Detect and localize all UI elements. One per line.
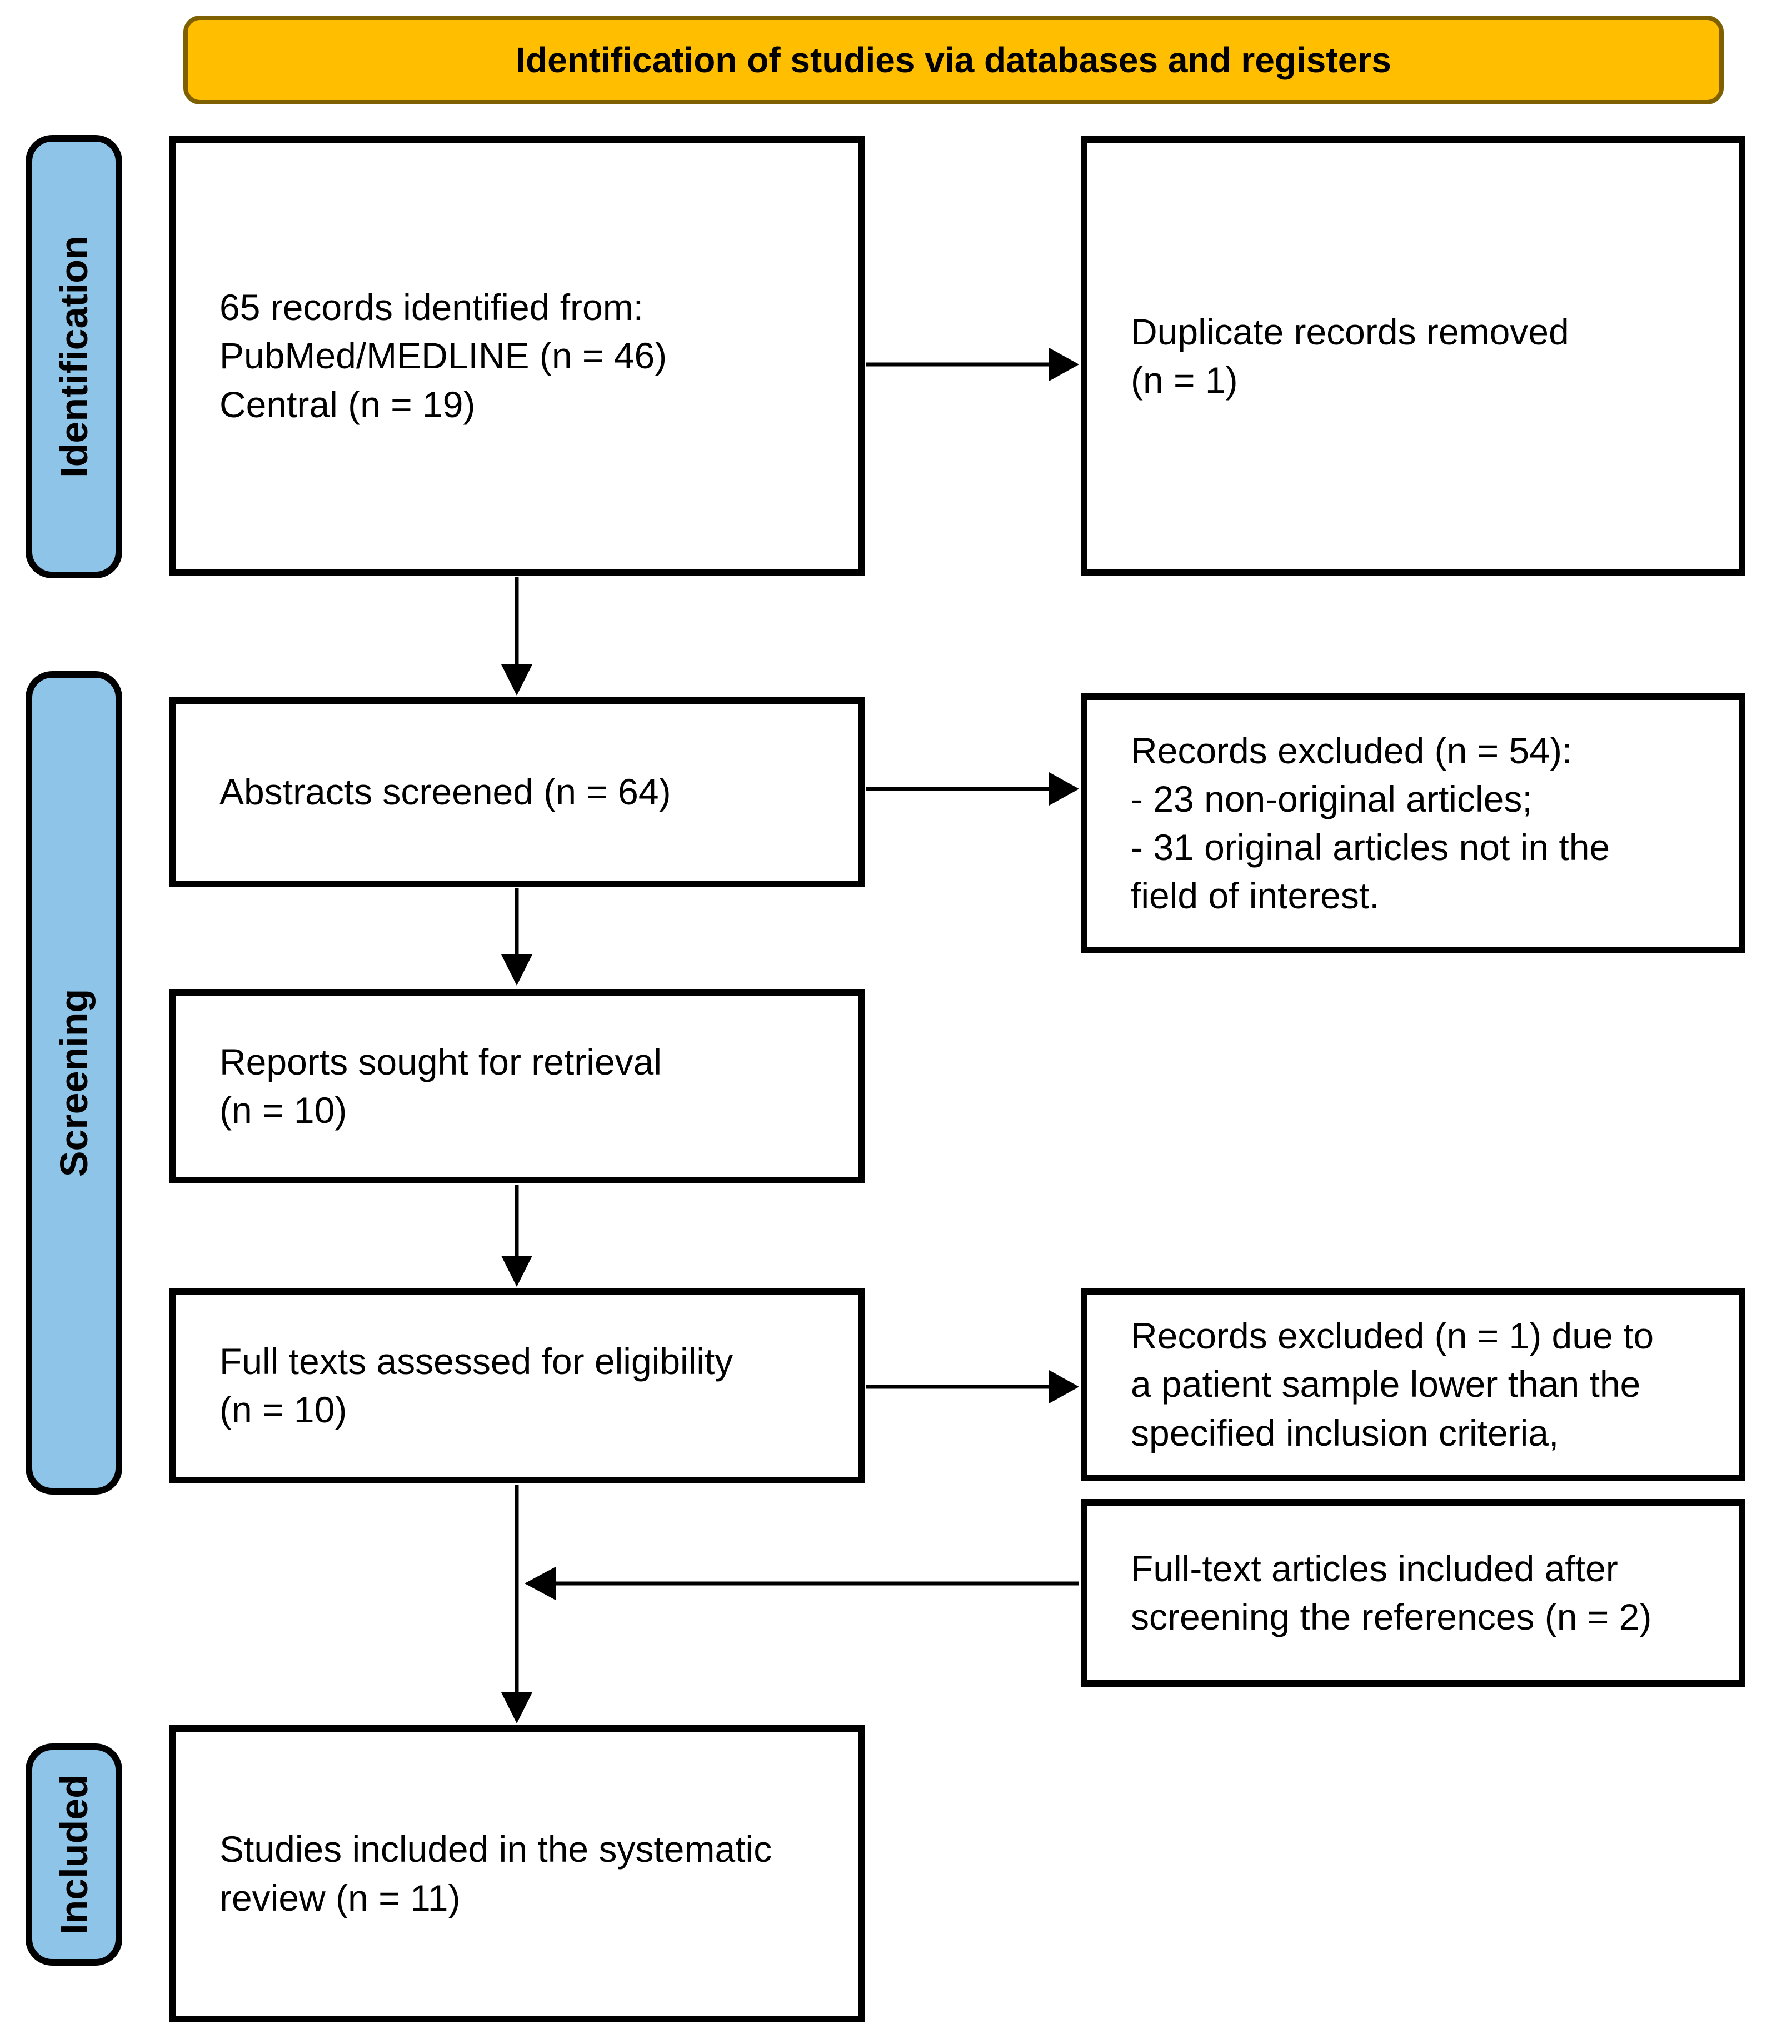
- box-duplicate-records-removed-text: Duplicate records removed (n = 1): [1131, 311, 1569, 401]
- arrow-down-reports-to-fulltexts-icon: [501, 1185, 532, 1287]
- diagram-title: Identification of studies via databases …: [516, 40, 1391, 80]
- arrow-right-fulltexts-to-excluded-icon: [866, 1370, 1079, 1403]
- stage-screening-label: Screening: [52, 988, 96, 1177]
- box-full-texts-assessed-text: Full texts assessed for eligibility (n =…: [219, 1340, 733, 1430]
- box-full-texts-assessed: Full texts assessed for eligibility (n =…: [169, 1288, 865, 1483]
- box-duplicate-records-removed: Duplicate records removed (n = 1): [1081, 136, 1745, 576]
- arrow-right-identified-to-duplicates-icon: [866, 348, 1079, 381]
- box-records-excluded-eligibility: Records excluded (n = 1) due to a patien…: [1081, 1288, 1745, 1481]
- box-records-excluded-screening: Records excluded (n = 54): - 23 non-orig…: [1081, 693, 1745, 953]
- arrow-down-identified-to-screened-icon: [501, 577, 532, 696]
- box-records-excluded-eligibility-text: Records excluded (n = 1) due to a patien…: [1131, 1315, 1654, 1453]
- arrow-down-screened-to-reports-icon: [501, 888, 532, 986]
- box-reports-sought-for-retrieval: Reports sought for retrieval (n = 10): [169, 989, 865, 1183]
- box-abstracts-screened-text: Abstracts screened (n = 64): [219, 771, 671, 813]
- box-full-text-included-after-references: Full-text articles included after screen…: [1081, 1499, 1745, 1687]
- arrow-head-icon: [1049, 348, 1079, 381]
- box-studies-included: Studies included in the systematic revie…: [169, 1725, 865, 2022]
- box-records-excluded-screening-text: Records excluded (n = 54): - 23 non-orig…: [1131, 729, 1610, 917]
- arrow-head-icon: [501, 1692, 532, 1723]
- arrow-head-icon: [1049, 772, 1079, 806]
- box-full-text-included-after-references-text: Full-text articles included after screen…: [1131, 1547, 1652, 1637]
- arrow-down-fulltexts-to-included-icon: [501, 1485, 532, 1723]
- stage-identification-label: Identification: [52, 236, 96, 478]
- stage-screening: Screening: [26, 671, 122, 1495]
- arrow-head-icon: [501, 1256, 532, 1287]
- box-reports-sought-for-retrieval-text: Reports sought for retrieval (n = 10): [219, 1041, 662, 1131]
- arrow-right-screened-to-excluded-icon: [866, 772, 1079, 806]
- diagram-title-banner: Identification of studies via databases …: [183, 16, 1724, 104]
- arrow-head-icon: [501, 954, 532, 986]
- stage-included: Included: [26, 1743, 122, 1966]
- arrow-left-references-to-flow-icon: [525, 1567, 1079, 1600]
- box-records-identified-text: 65 records identified from: PubMed/MEDLI…: [219, 287, 667, 425]
- arrow-head-icon: [501, 664, 532, 696]
- arrow-head-icon: [1049, 1370, 1079, 1403]
- stage-included-label: Included: [52, 1775, 96, 1935]
- arrow-head-icon: [525, 1567, 556, 1600]
- box-abstracts-screened: Abstracts screened (n = 64): [169, 697, 865, 887]
- stage-identification: Identification: [26, 135, 122, 578]
- box-studies-included-text: Studies included in the systematic revie…: [219, 1828, 772, 1918]
- box-records-identified: 65 records identified from: PubMed/MEDLI…: [169, 136, 865, 576]
